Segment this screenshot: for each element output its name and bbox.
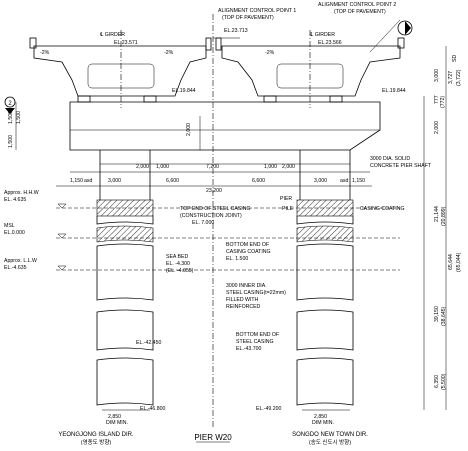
north-arrow-icon [397, 20, 413, 36]
dim-3000-r: 3,000 [314, 178, 327, 184]
hhw: Approx. H.H.W [4, 190, 39, 196]
dim-1000-b: 1,000 [264, 164, 277, 170]
slope-1: -2% [164, 50, 174, 56]
hhw-el: EL. 4.635 [4, 197, 26, 203]
dim-3000-l: 3,000 [108, 178, 121, 184]
el-42450: EL.-42.450 [136, 340, 161, 346]
girder-label-left: ℄ GIRDER [100, 32, 125, 38]
dim-6600-l: 6,600 [166, 178, 179, 184]
msl: MSL [4, 223, 15, 229]
inner-2: STEEL CASING(t=22mm) [226, 290, 286, 296]
r-21144: 21,144 [434, 206, 440, 222]
dim-2850-r: 2,850 [314, 414, 327, 420]
solid-shaft-1: 3000 DIA. SOLID [370, 156, 410, 162]
msl-el: EL.0.000 [4, 230, 25, 236]
r-38645: (38,645) [441, 306, 447, 326]
dim-1150-l: 1,150 [70, 178, 83, 184]
slope-2: -2% [265, 50, 275, 56]
direction-right: SONGDO NEW TOWN DIR. [292, 432, 368, 438]
girder-label-right: ℄ GIRDER [310, 32, 335, 38]
r-65644: 65,644 [448, 254, 454, 270]
r-777: 777 [434, 95, 440, 104]
r-3722: (3,722) [456, 69, 462, 86]
r-5500: (5,500) [441, 373, 447, 390]
pile-label: PILE [282, 206, 294, 212]
annotations: ALIGNMENT CONTROL POINT 1 (TOP OF PAVEME… [4, 2, 462, 426]
r-3000: 3,000 [434, 69, 440, 82]
girder-el-right: EL.23.566 [318, 40, 342, 46]
pier-shafts [96, 150, 354, 406]
pier-cap [69, 101, 381, 151]
bearing-el-left: EL.19.844 [172, 88, 196, 94]
r-6350: 6,350 [434, 375, 440, 388]
r-sd: SD [452, 55, 458, 62]
r-772: (772) [440, 96, 446, 108]
left-1500-b: 1,500 [16, 111, 22, 124]
dim-23200: 23,200 [206, 188, 222, 194]
dim-6600-r: 6,600 [252, 178, 265, 184]
seabed-1: SEA BED [166, 254, 188, 260]
solid-shaft-2: CONCRETE PIER SHAFT [370, 163, 432, 169]
bot-coating-2: CASING COATING [226, 249, 271, 255]
section-marker-label: 2 [8, 101, 12, 107]
dim-min-r: DIM MIN. [312, 420, 334, 426]
bot-steel-2: STEEL CASING [236, 339, 274, 345]
r-20899: (20,899) [441, 206, 447, 226]
inner-4: REINFORCED [226, 304, 261, 310]
pier-label: PIER [280, 196, 292, 202]
dim-7200: 7,200 [206, 164, 219, 170]
llw: Approx. L.L.W [4, 258, 37, 264]
bot-steel-1: BOTTOM END OF [236, 332, 279, 338]
girder-el-left: EL.23.571 [114, 40, 138, 46]
dimension-lines [15, 19, 447, 411]
dim-1000-a: 1,000 [156, 164, 169, 170]
left-1500-a: 1,500 [8, 111, 14, 124]
r-65044: (65,044) [456, 252, 462, 272]
bot-coating-3: EL. 1.500 [226, 256, 248, 262]
dim-1150-r: 1,150 [352, 178, 365, 184]
inner-1: 3000 INNER DIA. [226, 283, 267, 289]
asd-l: asd [84, 178, 92, 184]
dim-min-l: DIM MIN. [106, 420, 128, 426]
alignment-point-2: ALIGNMENT CONTROL POINT 2 [318, 2, 396, 8]
dim-2850-l: 2,850 [108, 414, 121, 420]
dim-2000-b: 2,000 [282, 164, 295, 170]
top-casing-3: EL. 7.000 [192, 220, 214, 226]
el-49200: EL.-49.200 [256, 406, 281, 412]
llw-el: EL.-4.635 [4, 265, 27, 271]
seabed-2: EL. -4.300 [166, 261, 190, 267]
alignment-point-2-sub: (TOP OF PAVEMENT) [334, 9, 386, 15]
direction-left: YEONGJONG ISLAND DIR. [58, 432, 134, 438]
seabed-3: (EL. -4.055) [166, 268, 194, 274]
top-casing-1: TOP END OF STEEL CASING [180, 206, 251, 212]
alignment-point-1: ALIGNMENT CONTROL POINT 1 [218, 8, 296, 14]
left-1500-c: 1,500 [8, 135, 14, 148]
bot-steel-3: EL.-43.700 [236, 346, 261, 352]
casing-coating: CASING COATING [360, 206, 405, 212]
top-casing-2: (CONSTRUCTION JOINT) [180, 213, 242, 219]
bearing-el-right: EL.19.844 [382, 88, 406, 94]
direction-right-kr: (송도 신도시 방향) [309, 438, 351, 446]
el-46800: EL.-46.800 [140, 406, 165, 412]
inner-3: FILLED WITH [226, 297, 259, 303]
water-levels [56, 203, 400, 271]
r-39150: 39,150 [434, 306, 440, 322]
footer: YEONGJONG ISLAND DIR. (영종도 방향) PIER W20 … [58, 432, 368, 446]
asd-r: asd [340, 178, 348, 184]
bot-coating-1: BOTTOM END OF [226, 242, 269, 248]
dim-2000-a: 2,000 [136, 164, 149, 170]
superstructure [29, 14, 405, 428]
drawing-title: PIER W20 [194, 433, 232, 442]
slope-3: -2% [40, 50, 50, 56]
dim-2000-cap: 2,000 [186, 123, 192, 136]
acp1-el: EL.23.713 [224, 28, 248, 34]
section-marker: 2 [4, 96, 16, 114]
alignment-point-1-sub: (TOP OF PAVEMENT) [222, 15, 274, 21]
r-2000: 2,000 [434, 121, 440, 134]
r-3727: 3,727 [448, 71, 454, 84]
direction-left-kr: (영종도 방향) [81, 438, 112, 446]
